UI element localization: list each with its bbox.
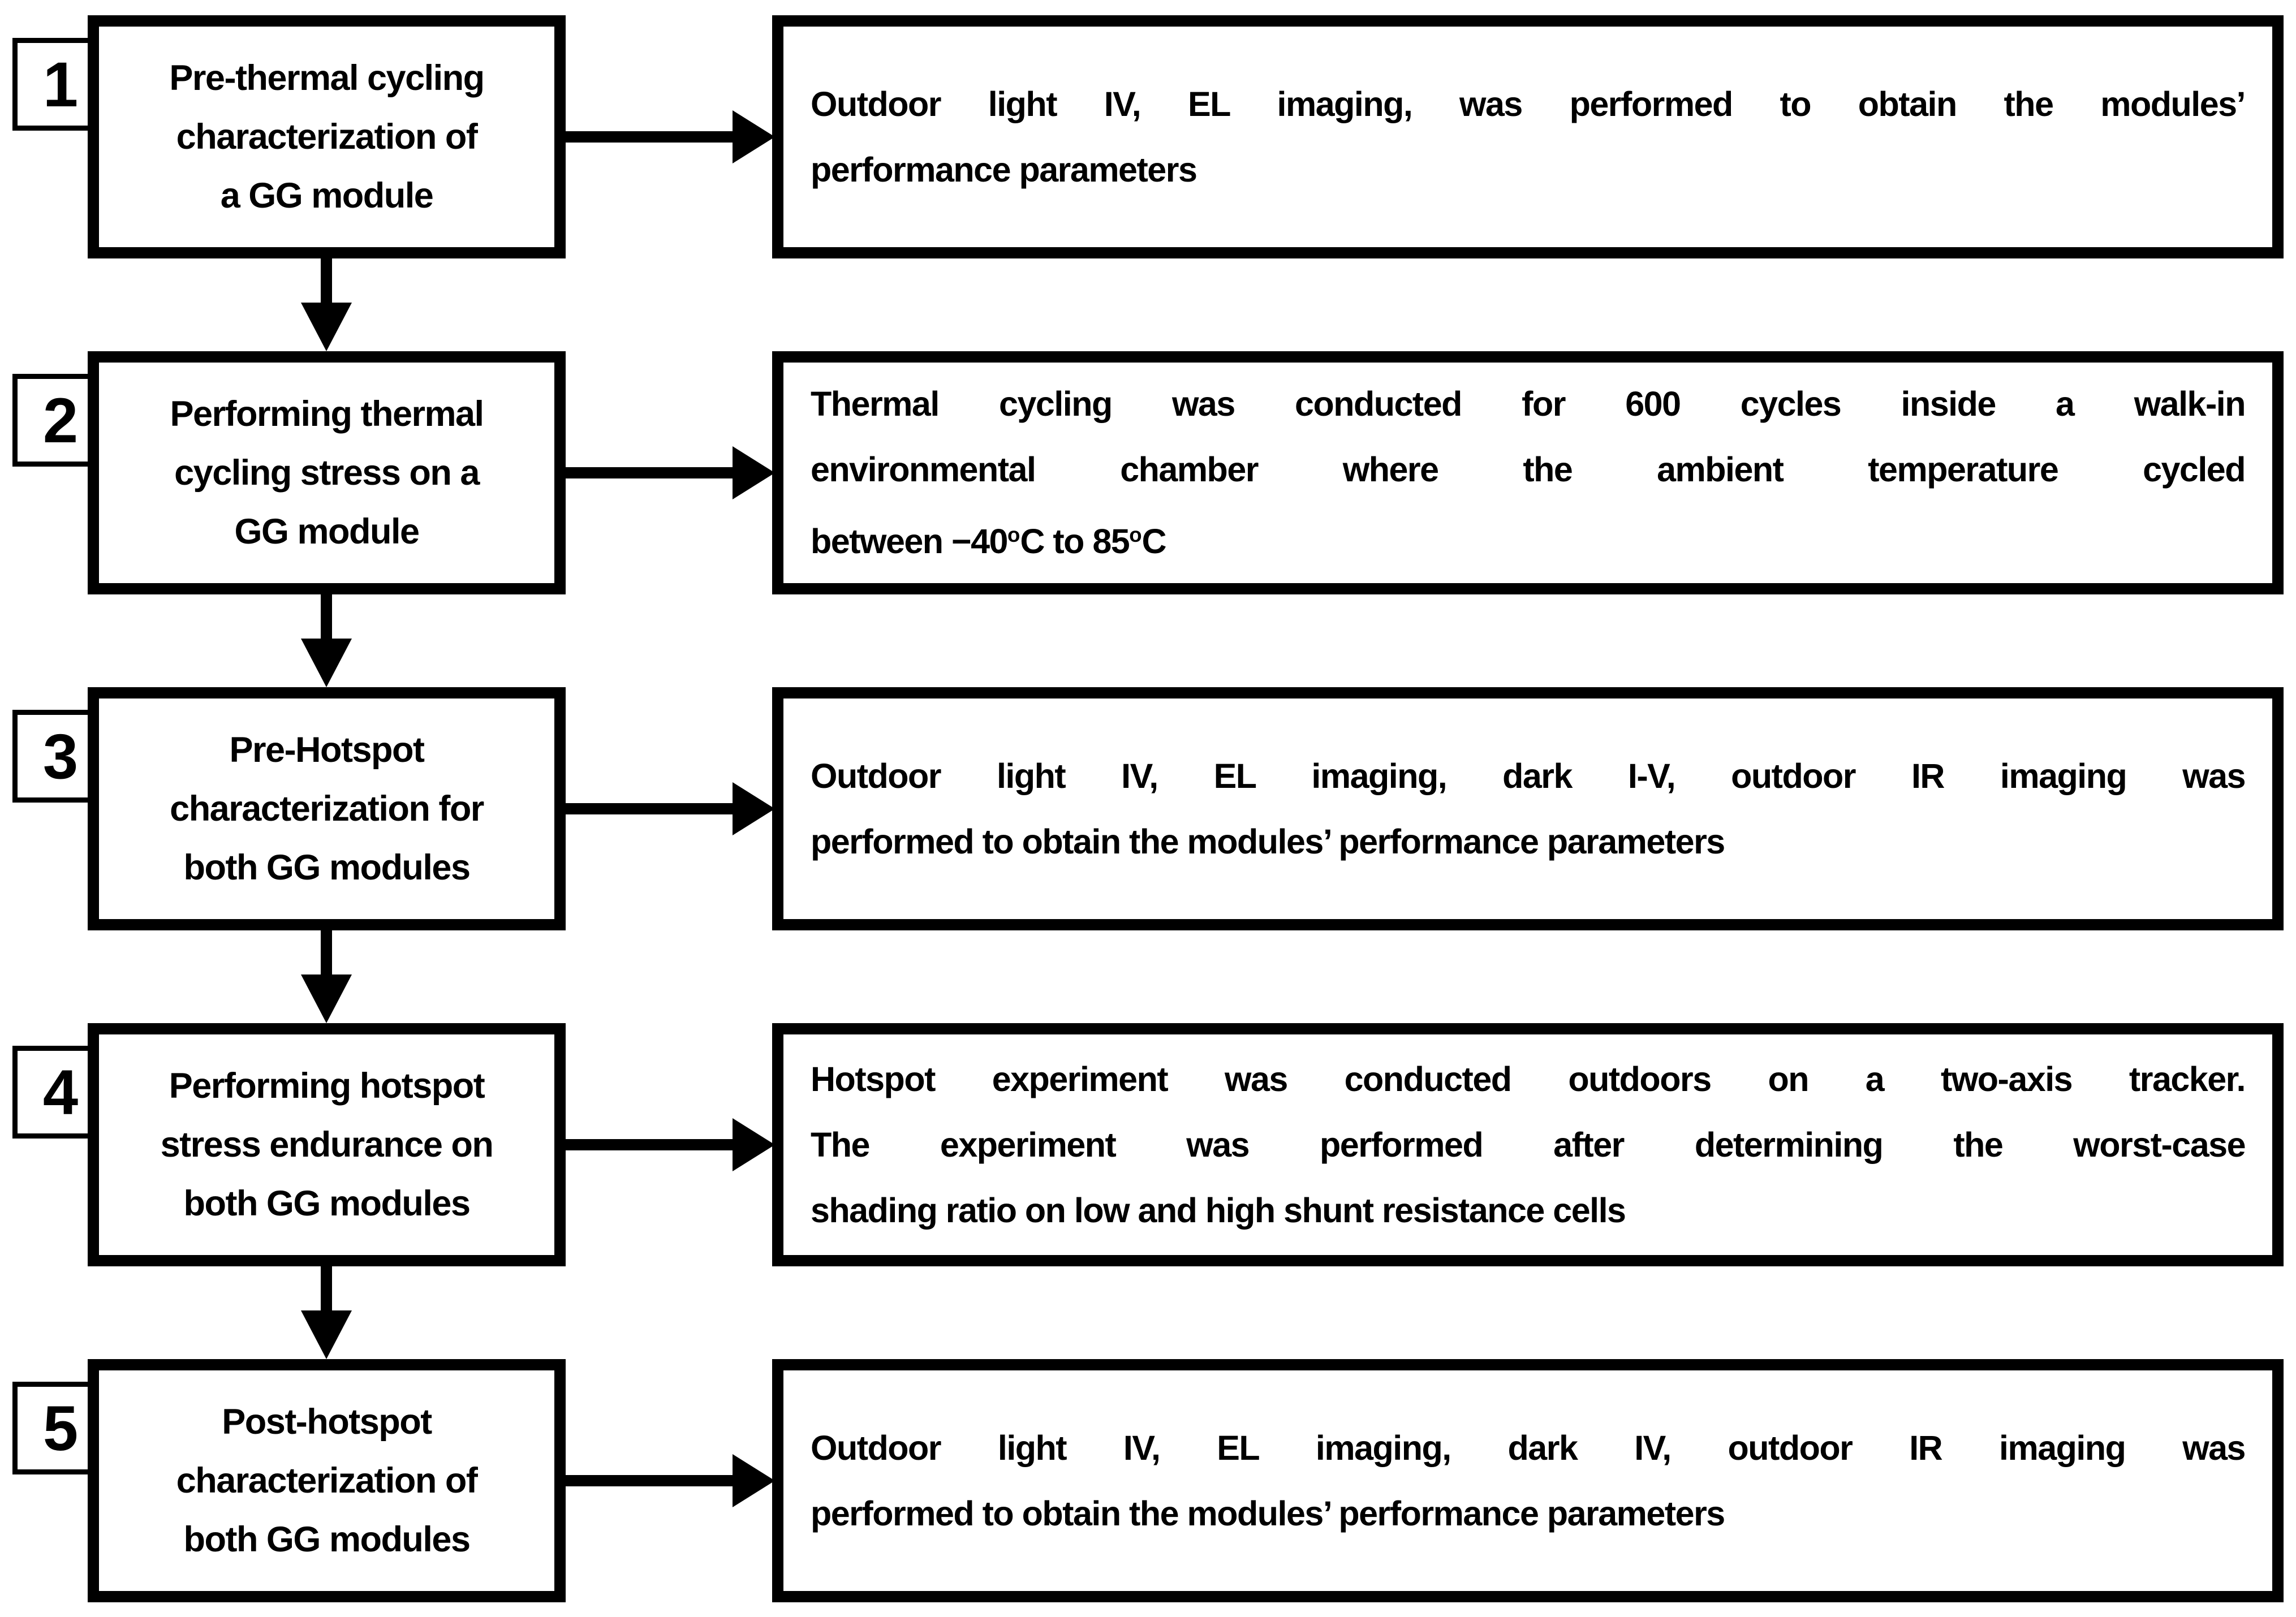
step-number: 1 [42, 49, 78, 120]
step-title-line: both GG modules [183, 848, 471, 887]
step-title-line: Performing thermal [170, 394, 484, 434]
step-title-line: stress endurance on [160, 1125, 494, 1165]
right-arrow-icon [733, 1454, 775, 1507]
right-arrow-shaft [566, 467, 735, 478]
down-arrow-icon [301, 1310, 352, 1359]
down-arrow-icon [301, 303, 352, 351]
step-description-box: Hotspot experiment was conducted outdoor… [772, 1023, 2284, 1266]
temperature-text: C [1141, 522, 1167, 561]
right-arrow-icon [733, 1118, 775, 1171]
step-description-line: performed to obtain the modules’ perform… [811, 1494, 1725, 1533]
right-arrow-icon [733, 446, 775, 499]
down-arrow-icon [301, 974, 352, 1023]
right-arrow-shaft [566, 131, 735, 143]
step-description-line: performed to obtain the modules’ perform… [811, 822, 1725, 861]
step-title-line: a GG module [220, 176, 434, 215]
down-arrow-shaft [321, 258, 332, 308]
flow-row-4: 4 Performing hotspot stress endurance on… [0, 1023, 2296, 1266]
step-description-box: Thermal cycling was conducted for 600 cy… [772, 351, 2284, 594]
right-arrow-shaft [566, 1139, 735, 1150]
degree-superscript: o [1129, 523, 1142, 547]
right-arrow-shaft [566, 803, 735, 814]
right-arrow-icon [733, 110, 775, 163]
temperature-text: between −40 [811, 522, 1008, 561]
down-arrow-shaft [321, 594, 332, 644]
step-title-line: Post-hotspot [222, 1402, 432, 1442]
step-title-box: Performing hotspot stress endurance on b… [88, 1023, 566, 1266]
step-title-line: Pre-Hotspot [229, 730, 425, 770]
step-description-line: Thermal cycling was conducted for 600 cy… [811, 385, 2246, 424]
degree-superscript: o [1007, 523, 1020, 547]
down-arrow-shaft [321, 1266, 332, 1316]
step-title-line: both GG modules [183, 1184, 471, 1223]
step-title-box: Post-hotspot characterization of both GG… [88, 1359, 566, 1602]
flow-row-2: 2 Performing thermal cycling stress on a… [0, 351, 2296, 594]
step-description-box: Outdoor light IV, EL imaging, was perfor… [772, 15, 2284, 258]
step-description-box: Outdoor light IV, EL imaging, dark IV, o… [772, 1359, 2284, 1602]
step-title-line: Performing hotspot [169, 1066, 485, 1106]
step-title-line: characterization of [176, 1461, 478, 1500]
step-description-line: Outdoor light IV, EL imaging, dark IV, o… [811, 1429, 2246, 1467]
step-number: 2 [42, 385, 78, 456]
flow-row-1: 1 Pre-thermal cycling characterization o… [0, 15, 2296, 258]
down-arrow-shaft [321, 930, 332, 980]
flow-row-3: 3 Pre-Hotspot characterization for both … [0, 687, 2296, 930]
step-title-line: characterization for [170, 789, 484, 829]
step-description-line: between −40oC to 85oC [811, 502, 2245, 574]
step-title-line: Pre-thermal cycling [169, 58, 485, 98]
right-arrow-icon [733, 782, 775, 835]
step-description-line: performance parameters [811, 150, 1197, 189]
step-number: 3 [42, 721, 78, 792]
step-title-box: Performing thermal cycling stress on a G… [88, 351, 566, 594]
step-description-line: Outdoor light IV, EL imaging, was perfor… [811, 85, 2246, 123]
step-title-line: both GG modules [183, 1520, 471, 1559]
step-description-line: Hotspot experiment was conducted outdoor… [811, 1060, 2246, 1098]
step-title-line: GG module [234, 512, 420, 551]
step-description-line: shading ratio on low and high shunt resi… [811, 1191, 1626, 1230]
step-title-line: characterization of [176, 117, 478, 157]
step-number: 5 [42, 1392, 78, 1464]
step-title-box: Pre-Hotspot characterization for both GG… [88, 687, 566, 930]
step-description-line: The experiment was performed after deter… [811, 1126, 2246, 1164]
temperature-text: C to 85 [1020, 522, 1130, 561]
down-arrow-icon [301, 639, 352, 687]
step-title-box: Pre-thermal cycling characterization of … [88, 15, 566, 258]
flow-row-5: 5 Post-hotspot characterization of both … [0, 1359, 2296, 1602]
step-description-line: environmental chamber where the ambient … [811, 450, 2246, 489]
step-title-line: cycling stress on a [174, 453, 480, 493]
step-description-box: Outdoor light IV, EL imaging, dark I-V, … [772, 687, 2284, 930]
right-arrow-shaft [566, 1475, 735, 1486]
step-number: 4 [42, 1057, 78, 1128]
step-description-line: Outdoor light IV, EL imaging, dark I-V, … [811, 757, 2246, 795]
